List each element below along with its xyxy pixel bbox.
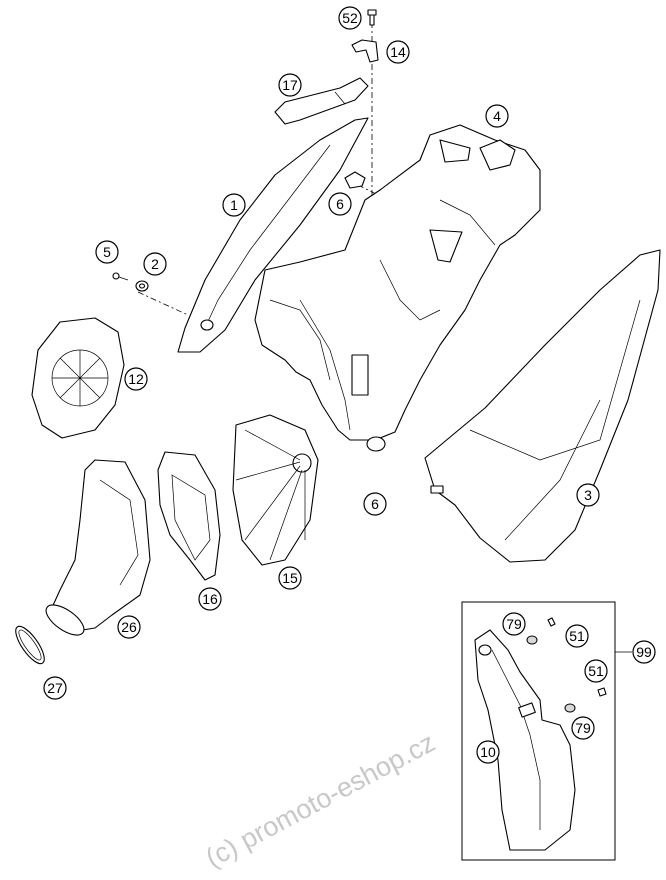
callout-99: 99 bbox=[632, 640, 656, 664]
svg-text:26: 26 bbox=[121, 619, 137, 635]
part-4-airbox bbox=[254, 124, 541, 441]
part-51-screw-lower bbox=[597, 687, 607, 697]
svg-text:4: 4 bbox=[493, 108, 501, 124]
svg-text:16: 16 bbox=[202, 591, 218, 607]
part-14-clip bbox=[351, 39, 379, 63]
watermark-text: (c) promoto-eshop.cz bbox=[201, 727, 440, 873]
callout-79-lower: 79 bbox=[571, 716, 595, 740]
callout-15: 15 bbox=[278, 566, 302, 590]
part-51-screw-upper bbox=[547, 617, 556, 627]
svg-text:5: 5 bbox=[103, 244, 111, 260]
svg-text:99: 99 bbox=[636, 644, 652, 660]
svg-text:79: 79 bbox=[575, 720, 591, 736]
part-27-clamp bbox=[15, 625, 45, 665]
svg-text:52: 52 bbox=[342, 10, 358, 26]
svg-text:2: 2 bbox=[151, 256, 159, 272]
svg-text:6: 6 bbox=[336, 196, 344, 212]
part-79-nut-upper bbox=[526, 635, 538, 645]
kit-99-box bbox=[461, 601, 632, 861]
callout-14: 14 bbox=[386, 40, 410, 64]
callout-12: 12 bbox=[124, 367, 148, 391]
callout-17: 17 bbox=[278, 73, 302, 97]
callout-51-lower: 51 bbox=[584, 659, 608, 683]
svg-text:79: 79 bbox=[506, 616, 522, 632]
callout-79-upper: 79 bbox=[502, 612, 526, 636]
callout-6-upper: 6 bbox=[328, 192, 352, 216]
callout-27: 27 bbox=[43, 676, 67, 700]
screw-leader-line bbox=[137, 291, 189, 316]
callout-6-lower: 6 bbox=[363, 492, 387, 516]
svg-text:14: 14 bbox=[390, 44, 406, 60]
svg-text:10: 10 bbox=[480, 744, 496, 760]
part-6-grommet-upper bbox=[344, 171, 366, 189]
part-3-side-panel bbox=[424, 249, 661, 563]
callout-26: 26 bbox=[117, 615, 141, 639]
part-2-washer bbox=[135, 280, 149, 292]
callout-51-upper: 51 bbox=[565, 624, 589, 648]
callout-16: 16 bbox=[198, 587, 222, 611]
svg-text:27: 27 bbox=[47, 680, 63, 696]
part-12-filter-cage bbox=[31, 317, 125, 439]
part-16-filter-frame bbox=[157, 451, 221, 581]
callout-10: 10 bbox=[476, 740, 500, 764]
part-1-side-cover bbox=[177, 117, 369, 353]
callout-3: 3 bbox=[576, 483, 600, 507]
svg-text:12: 12 bbox=[128, 371, 144, 387]
part-79-nut-lower bbox=[564, 703, 576, 713]
svg-text:17: 17 bbox=[282, 77, 298, 93]
svg-text:1: 1 bbox=[230, 197, 238, 213]
svg-text:3: 3 bbox=[584, 487, 592, 503]
svg-text:51: 51 bbox=[569, 628, 585, 644]
callout-4: 4 bbox=[485, 104, 509, 128]
part-10-intake-cover bbox=[474, 629, 576, 851]
part-15-air-filter bbox=[232, 414, 319, 566]
callout-1: 1 bbox=[222, 193, 246, 217]
part-26-intake-boot bbox=[45, 459, 151, 636]
callout-52: 52 bbox=[338, 6, 362, 30]
part-5-screw bbox=[112, 272, 129, 281]
part-52-screw bbox=[367, 9, 377, 26]
part-6-grommet-lower bbox=[366, 436, 386, 452]
callout-2: 2 bbox=[143, 252, 167, 276]
svg-text:51: 51 bbox=[588, 663, 604, 679]
part-17-strap bbox=[274, 77, 369, 125]
callout-5: 5 bbox=[95, 240, 119, 264]
svg-text:15: 15 bbox=[282, 570, 298, 586]
svg-text:6: 6 bbox=[371, 496, 379, 512]
